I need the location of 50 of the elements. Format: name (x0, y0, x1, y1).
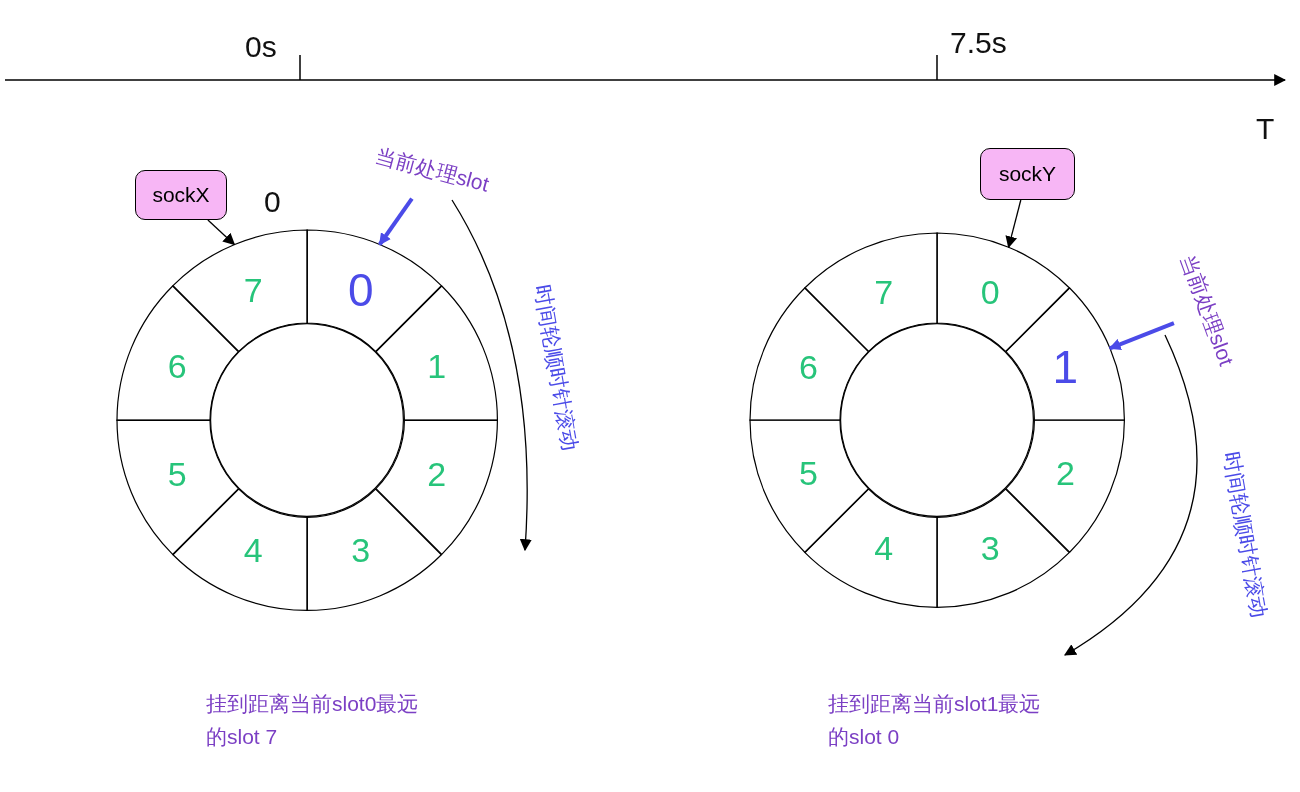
arrow (1005, 199, 1022, 249)
slot-number: 1 (1052, 339, 1079, 394)
slot-number: 2 (1055, 453, 1075, 493)
time-label: 7.5s (950, 26, 1007, 60)
wheel-slot (375, 420, 497, 555)
slot-number: 4 (874, 528, 894, 568)
socket-box: sockX (135, 170, 227, 220)
slot-number: 7 (874, 272, 894, 312)
wheel-slot (117, 420, 239, 555)
arrow (207, 219, 236, 246)
slot-number: 6 (167, 346, 187, 386)
slot-number: 0 (347, 263, 374, 318)
time-label: 0s (245, 30, 277, 64)
wheel-slot (937, 233, 1070, 352)
axis-label: T (1256, 112, 1275, 146)
slot-index-label: 0 (264, 185, 281, 219)
pointer-note: 当前处理slot (1173, 250, 1241, 370)
slot-number: 6 (799, 347, 819, 387)
rotation-note: 时间轮顺时针滚动 (529, 282, 584, 454)
wheel-slot (307, 230, 442, 352)
wheel-slot (804, 488, 937, 607)
slot-number: 1 (427, 346, 447, 386)
rotation-note: 时间轮顺时针滚动 (1218, 449, 1273, 621)
wheel-slot (937, 488, 1070, 607)
arrow (1108, 321, 1175, 351)
pointer-note: 当前处理slot (372, 141, 492, 199)
wheel-slot (307, 488, 442, 610)
slot-number: 5 (799, 453, 819, 493)
caption: 挂到距离当前slot0最远的slot 7 (206, 691, 420, 750)
wheel-slot (1005, 287, 1124, 420)
inner-circle (210, 323, 404, 517)
wheel-slot (1005, 420, 1124, 553)
wheel-slot (117, 285, 239, 420)
wheel-slot (750, 420, 869, 553)
wheel-slot (804, 233, 937, 352)
caption: 挂到距离当前slot1最远的slot 0 (828, 691, 1042, 750)
wheel-slot (172, 488, 307, 610)
socket-box: sockY (980, 148, 1075, 200)
slot-number: 3 (351, 530, 371, 570)
slot-number: 3 (980, 528, 1000, 568)
arrow (378, 197, 414, 246)
wheel-slot (375, 285, 497, 420)
slot-number: 0 (980, 272, 1000, 312)
slot-number: 4 (243, 530, 263, 570)
wheel-slot (172, 230, 307, 352)
slot-number: 5 (167, 454, 187, 494)
slot-number: 2 (427, 454, 447, 494)
wheel-slot (750, 287, 869, 420)
slot-number: 7 (243, 270, 263, 310)
inner-circle (840, 323, 1034, 517)
